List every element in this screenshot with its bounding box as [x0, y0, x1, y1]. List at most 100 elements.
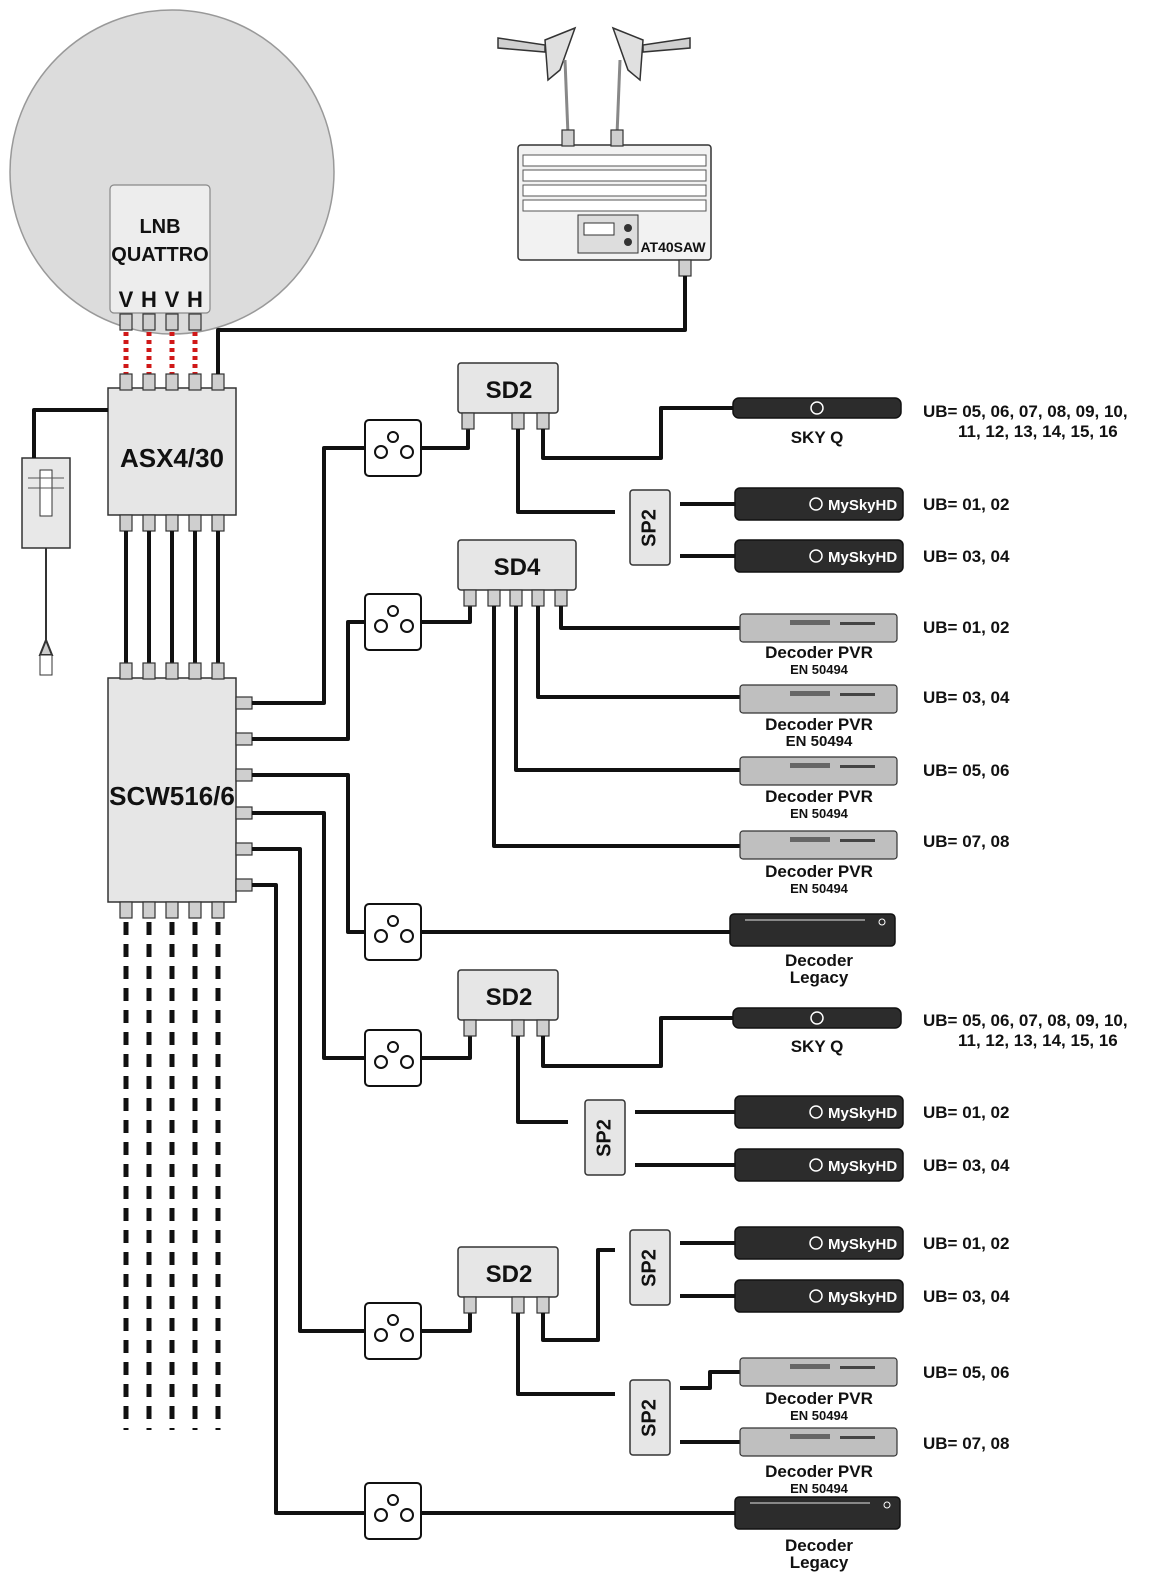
decoder-legacy-1: [729, 913, 896, 947]
asx-multiswitch-box: [107, 387, 237, 516]
decoder-pvr-std-1: EN 50494: [790, 662, 849, 677]
cable-sd2c-sp2c: [541, 1248, 615, 1342]
myskyhd-receiver-5: [734, 1226, 904, 1260]
sd2-a-label: SD2: [486, 377, 533, 404]
cascade-dashed-lines: [123, 922, 221, 1430]
cable-scw-out3: [252, 773, 365, 934]
ub-mysky6: UB= 03, 04: [923, 1287, 1010, 1306]
ub-mysky1: UB= 01, 02: [923, 495, 1009, 514]
myskyhd-receiver-3: [734, 1095, 904, 1129]
myskyhd-label-2: MySkyHD: [828, 549, 897, 566]
decoder-pvr-label-5: Decoder PVR: [765, 1389, 873, 1408]
decoder-pvr-label-2: Decoder PVR: [765, 715, 873, 734]
skyq-receiver-2: [732, 1007, 902, 1029]
scw-label: SCW516/6: [109, 781, 235, 811]
lnb-pol-v1: V: [119, 287, 134, 312]
amplifier-at40saw: [517, 129, 712, 277]
lnb-label-line2: QUATTRO: [111, 244, 208, 266]
wall-outlet-2: [364, 593, 422, 651]
skyq-receiver-1: [732, 397, 902, 419]
cable-sp2d-pvr1: [680, 1370, 740, 1390]
sd2-b-label: SD2: [486, 984, 533, 1011]
sd4-label: SD4: [494, 554, 541, 581]
cable-sd4-pvr2: [536, 606, 740, 699]
cable-psu-asx: [32, 408, 108, 458]
myskyhd-label-6: MySkyHD: [828, 1289, 897, 1306]
cable-scw-out5: [252, 847, 365, 1333]
skyq-label-1: SKY Q: [791, 428, 844, 447]
ub-mysky3: UB= 01, 02: [923, 1103, 1009, 1122]
cable-amp-asx: [216, 276, 687, 374]
cable-scw-out6: [252, 883, 365, 1515]
ub-pvr2: UB= 03, 04: [923, 688, 1010, 707]
cable-outlet5-sd2c: [421, 1313, 472, 1333]
decoder-legacy-2: [734, 1496, 901, 1530]
sd2-c-ports: [463, 1296, 550, 1314]
sp2-d-label: SP2: [638, 1399, 660, 1437]
ub-pvr4: UB= 07, 08: [923, 832, 1009, 851]
decoder-legacy-sub-1: Legacy: [790, 968, 849, 987]
cable-sd4-pvr4: [492, 606, 740, 848]
ub-skyq2-line2: 11, 12, 13, 14, 15, 16: [958, 1031, 1118, 1050]
terrestrial-antennas: [497, 26, 691, 136]
decoder-pvr-6: [739, 1427, 898, 1457]
decoder-legacy-label-2: Decoder: [785, 1536, 853, 1555]
wall-outlet-6: [364, 1482, 422, 1540]
myskyhd-label-3: MySkyHD: [828, 1105, 897, 1122]
sp2-c-label: SP2: [638, 1249, 660, 1287]
cable-sd2b-sp2: [516, 1036, 568, 1124]
cable-sd2b-skyq: [541, 1016, 733, 1068]
myskyhd-label-4: MySkyHD: [828, 1158, 897, 1175]
ub-pvr5: UB= 05, 06: [923, 1363, 1009, 1382]
ub-pvr1: UB= 01, 02: [923, 618, 1009, 637]
ub-mysky4: UB= 03, 04: [923, 1156, 1010, 1175]
decoder-pvr-std-3: EN 50494: [790, 806, 849, 821]
sd2-splitter-a: [457, 362, 559, 414]
sd2-splitter-c: [457, 1246, 559, 1298]
sd2-c-label: SD2: [486, 1261, 533, 1288]
cable-sd4-pvr3: [514, 606, 740, 772]
lnb-pol-v2: V: [165, 287, 180, 312]
decoder-pvr-label-1: Decoder PVR: [765, 643, 873, 662]
ub-skyq2-line1: UB= 05, 06, 07, 08, 09, 10,: [923, 1011, 1128, 1030]
decoder-legacy-label-1: Decoder: [785, 951, 853, 970]
decoder-pvr-label-4: Decoder PVR: [765, 862, 873, 881]
cable-sd2a-sp2: [516, 429, 615, 514]
wall-outlet-3: [364, 903, 422, 961]
decoder-pvr-5: [739, 1357, 898, 1387]
myskyhd-receiver-6: [734, 1279, 904, 1313]
sd2-a-ports: [461, 412, 550, 430]
myskyhd-label-5: MySkyHD: [828, 1236, 897, 1253]
decoder-pvr-std-6: EN 50494: [790, 1481, 849, 1496]
wall-outlet-1: [364, 419, 422, 477]
decoder-pvr-std-2: EN 50494: [786, 733, 853, 750]
ub-skyq1-line1: UB= 05, 06, 07, 08, 09, 10,: [923, 402, 1128, 421]
cable-scw-out1: [252, 446, 365, 705]
decoder-pvr-label-6: Decoder PVR: [765, 1462, 873, 1481]
ub-mysky2: UB= 03, 04: [923, 547, 1010, 566]
lnb-label-line1: LNB: [139, 216, 180, 238]
sd2-splitter-b: [457, 969, 559, 1021]
ub-skyq1-line2: 11, 12, 13, 14, 15, 16: [958, 422, 1118, 441]
myskyhd-receiver-1: [734, 487, 904, 521]
skyq-label-2: SKY Q: [791, 1037, 844, 1056]
scw-top-connectors: [119, 662, 225, 680]
lnb-pol-h1: H: [141, 287, 157, 312]
sp2-splitter-b: [584, 1099, 626, 1176]
scw-bottom-connectors: [119, 901, 225, 919]
asx-top-connectors: [119, 373, 225, 391]
sp2-b-label: SP2: [593, 1119, 615, 1157]
sp2-splitter-d: [629, 1379, 671, 1456]
sd2-b-ports: [463, 1019, 550, 1037]
lnb-pol-h2: H: [187, 287, 203, 312]
decoder-legacy-sub-2: Legacy: [790, 1553, 849, 1572]
scw-side-outputs: [235, 696, 253, 892]
ub-mysky5: UB= 01, 02: [923, 1234, 1009, 1253]
decoder-pvr-3: [739, 756, 898, 786]
decoder-pvr-std-4: EN 50494: [790, 881, 849, 896]
ub-pvr3: UB= 05, 06: [923, 761, 1009, 780]
decoder-pvr-label-3: Decoder PVR: [765, 787, 873, 806]
lnb-red-cables: [123, 332, 198, 375]
cable-asx-scw: [124, 531, 220, 663]
